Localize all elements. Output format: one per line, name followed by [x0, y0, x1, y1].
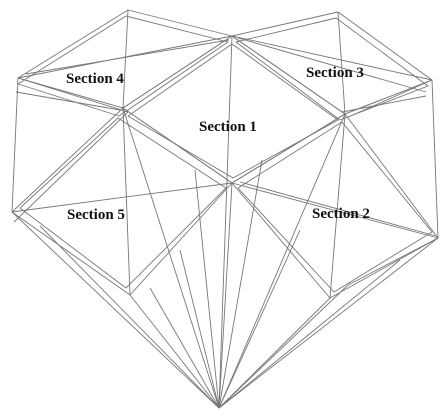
wire-segment: [127, 43, 339, 179]
wire-segment: [218, 159, 263, 409]
wire-segment: [194, 169, 220, 409]
wire-segment: [13, 111, 129, 223]
wire-segment: [122, 9, 129, 109]
wire-segment: [218, 35, 233, 409]
wire-segment: [231, 35, 433, 81]
wire-segment: [231, 182, 439, 239]
wire-segment: [337, 11, 346, 115]
wire-segment: [17, 77, 129, 113]
wire-segment: [231, 11, 433, 115]
wire-segment: [218, 113, 346, 409]
wire-segment: [11, 182, 233, 213]
section-4-label: Section 4: [66, 71, 124, 87]
wire-segment: [341, 95, 427, 113]
section-1-label: Section 1: [199, 119, 257, 135]
wire-segment: [347, 237, 439, 286]
wire-segment: [237, 121, 433, 293]
wire-segment: [237, 37, 427, 93]
section-2-label: Section 2: [312, 206, 370, 222]
wire-segment: [218, 237, 439, 409]
wire-segment: [239, 181, 437, 237]
wire-segment: [149, 287, 220, 409]
wire-segment: [218, 182, 233, 409]
wire-segment: [39, 225, 220, 409]
wire-segment: [25, 39, 230, 75]
wire-segment: [19, 117, 227, 289]
wire-segment: [218, 229, 301, 409]
wire-segment: [17, 15, 229, 117]
wire-segment: [11, 107, 233, 296]
wire-segment: [431, 79, 439, 239]
wire-segment: [218, 259, 401, 409]
wire-segment: [345, 79, 433, 119]
wire-segment: [11, 77, 19, 213]
wire-segment: [17, 9, 233, 109]
wire-segment: [122, 107, 220, 409]
wire-segment: [235, 17, 429, 121]
wire-segment: [122, 107, 131, 296]
section-3-label: Section 3: [306, 65, 364, 81]
wire-segment: [218, 297, 331, 409]
wire-segment: [122, 35, 346, 184]
wire-segment: [329, 113, 346, 299]
wire-segment: [218, 284, 349, 409]
wire-segment: [15, 91, 121, 111]
wire-segment: [179, 249, 220, 409]
wire-segment: [129, 294, 220, 409]
wire-segment: [11, 211, 220, 409]
section-5-label: Section 5: [67, 207, 125, 223]
